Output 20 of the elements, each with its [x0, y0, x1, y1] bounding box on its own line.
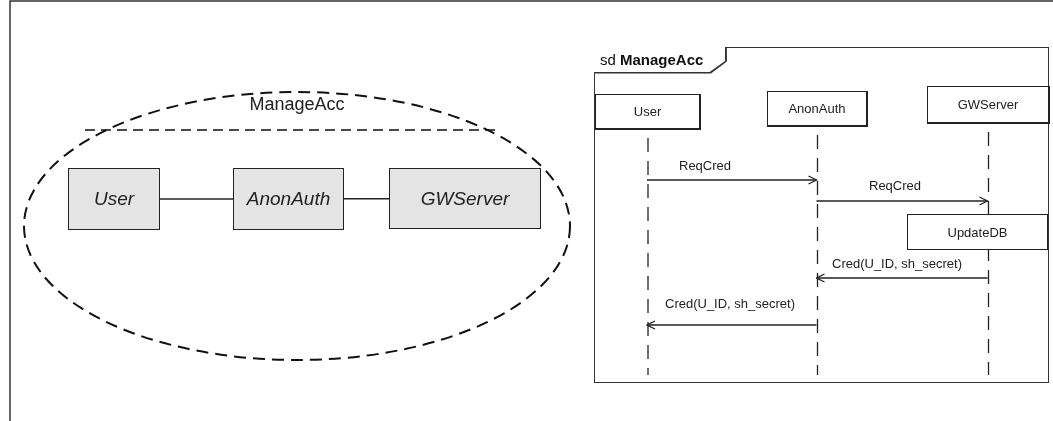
- association-line: [159, 198, 234, 200]
- class-box: AnonAuth: [233, 168, 344, 230]
- class-box: User: [68, 168, 160, 230]
- message-arrow: [815, 196, 989, 206]
- message-label: Cred(U_ID, sh_secret): [831, 256, 964, 271]
- message-label: ReqCred: [678, 158, 733, 173]
- collaboration-ellipse: [22, 90, 572, 362]
- class-box: GWServer: [389, 168, 541, 229]
- message-arrow: [646, 175, 818, 185]
- activation-box: UpdateDB: [907, 214, 1048, 250]
- message-label: ReqCred: [868, 178, 923, 193]
- collaboration-name: ManageAcc: [248, 94, 346, 115]
- message-arrow: [646, 320, 818, 330]
- message-label: Cred(U_ID, sh_secret): [664, 296, 797, 311]
- lifeline-head: User: [595, 94, 701, 130]
- message-arrow: [815, 273, 989, 283]
- frame-tab: sd ManageAcc: [594, 47, 726, 72]
- lifeline-head: GWServer: [927, 86, 1050, 124]
- association-line: [343, 198, 390, 200]
- lifeline-head: AnonAuth: [767, 91, 868, 127]
